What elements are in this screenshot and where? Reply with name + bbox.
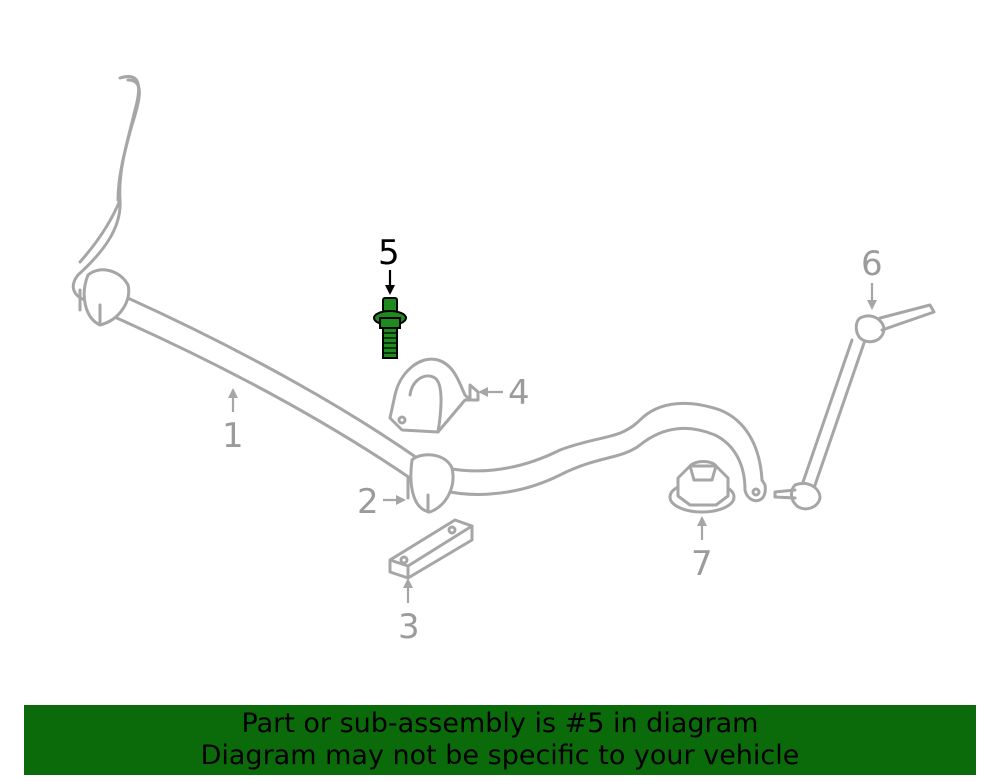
banner-line-2: Diagram may not be specific to your vehi… bbox=[200, 740, 800, 771]
callout-3[interactable]: 3 bbox=[398, 607, 420, 647]
clamp-plate bbox=[388, 518, 474, 580]
bar-bushing bbox=[406, 453, 455, 514]
lock-nut bbox=[668, 460, 736, 514]
callout-5[interactable]: 5 bbox=[378, 233, 400, 273]
bushing-bracket bbox=[388, 357, 480, 434]
callout-1[interactable]: 1 bbox=[222, 416, 244, 456]
stabilizer-link bbox=[773, 303, 936, 511]
callout-7[interactable]: 7 bbox=[691, 544, 713, 584]
parts-diagram: 1 2 3 4 5 6 7 bbox=[71, 75, 936, 647]
callout-2[interactable]: 2 bbox=[357, 482, 379, 522]
banner-line-1: Part or sub-assembly is #5 in diagram bbox=[241, 708, 759, 739]
info-banner: Part or sub-assembly is #5 in diagram Di… bbox=[24, 705, 976, 775]
bolt-part-5 bbox=[373, 297, 407, 359]
stabilizer-bar bbox=[71, 75, 767, 503]
callout-6[interactable]: 6 bbox=[861, 244, 883, 284]
callout-4[interactable]: 4 bbox=[508, 373, 530, 413]
left-bushing bbox=[78, 268, 131, 327]
